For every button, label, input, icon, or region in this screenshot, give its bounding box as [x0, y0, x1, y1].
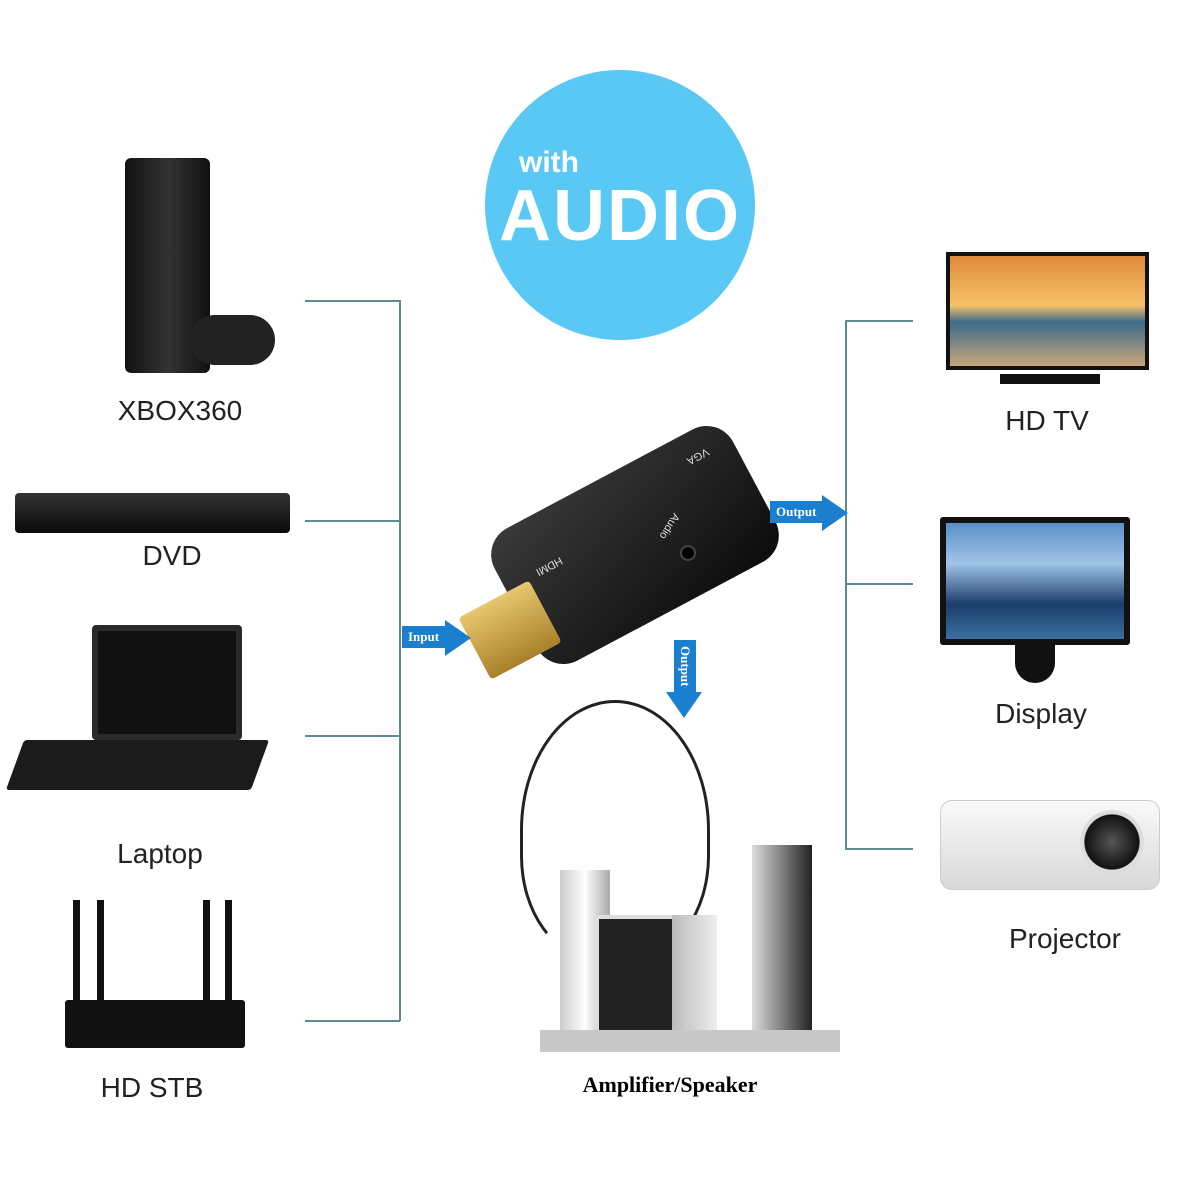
- stb-antenna: [97, 900, 104, 1000]
- speaker-image: [595, 915, 680, 1035]
- output-right-arrow: Output: [770, 495, 849, 531]
- stb-antenna: [73, 900, 80, 1000]
- stb-box-image: [65, 1000, 245, 1048]
- with-audio-badge: with AUDIO: [485, 70, 755, 340]
- branch-display: [845, 583, 913, 585]
- source-label-hd-stb: HD STB: [100, 1072, 204, 1103]
- badge-small-text: with: [519, 146, 579, 179]
- output-label-hd-tv: HD TV: [1005, 405, 1089, 436]
- branch-stb: [305, 1020, 400, 1022]
- branch-dvd: [305, 520, 400, 522]
- speaker-image: [752, 845, 812, 1045]
- input-arrow: Input: [402, 620, 472, 656]
- source-label-laptop: Laptop: [117, 838, 203, 869]
- dvd-player-image: [15, 493, 290, 533]
- stb-antenna: [225, 900, 232, 1000]
- branch-laptop: [305, 735, 400, 737]
- branch-hdtv: [845, 320, 913, 322]
- hdtv-stand: [1000, 374, 1100, 384]
- laptop-screen-image: [92, 625, 242, 740]
- speaker-base: [540, 1030, 840, 1052]
- left-trunk-line: [399, 300, 401, 1021]
- audio-cable-image: [520, 700, 710, 960]
- display-stand: [1015, 645, 1055, 683]
- stb-antenna: [203, 900, 210, 1000]
- source-label-xbox360: XBOX360: [117, 395, 243, 426]
- output-label-display: Display: [995, 698, 1087, 729]
- branch-projector: [845, 848, 913, 850]
- badge-big-text: AUDIO: [499, 176, 741, 256]
- projector-lens: [1080, 810, 1144, 874]
- source-label-dvd: DVD: [142, 540, 202, 571]
- speaker-image: [672, 915, 717, 1040]
- display-image: [940, 517, 1130, 645]
- output-label-projector: Projector: [1008, 923, 1122, 954]
- audio-output-label: Amplifier/Speaker: [582, 1072, 758, 1097]
- hdtv-image: [946, 252, 1149, 370]
- output-down-arrow: Output: [666, 640, 702, 719]
- controller-image: [190, 315, 275, 365]
- laptop-keyboard-image: [5, 740, 270, 790]
- audio-jack-icon: [680, 545, 696, 561]
- branch-xbox: [305, 300, 400, 302]
